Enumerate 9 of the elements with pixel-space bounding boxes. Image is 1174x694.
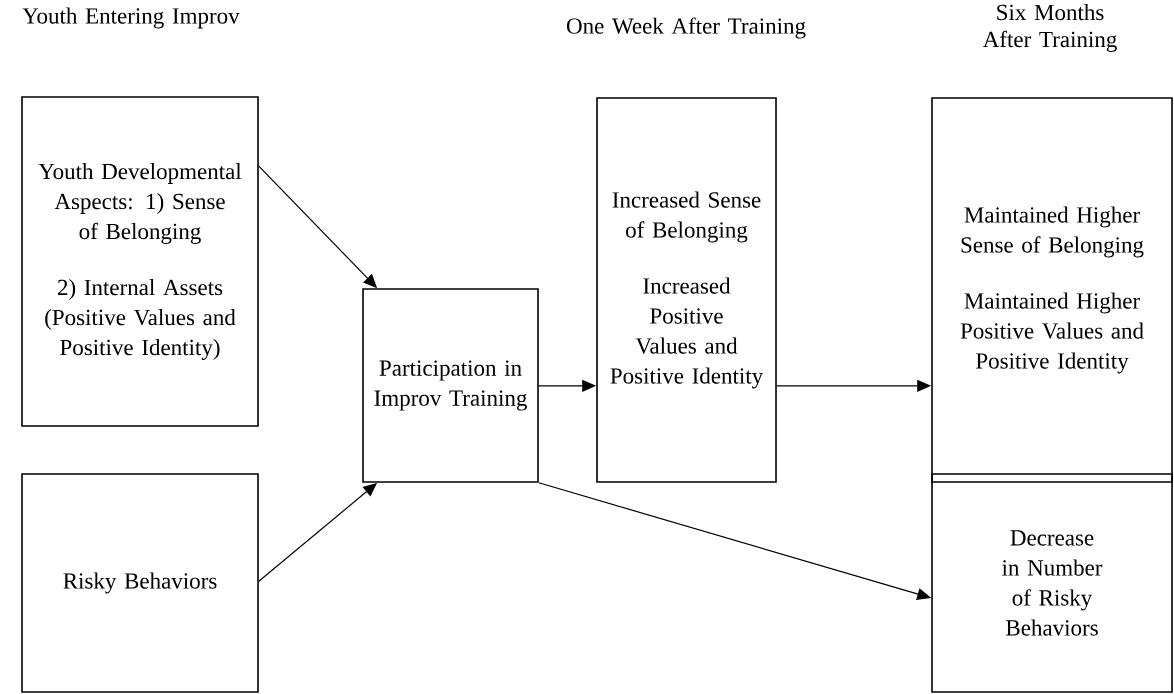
text-box: Decrease in Number of Risky Behaviors <box>931 473 1173 693</box>
text-box: Participation in Improv Training <box>362 288 539 483</box>
text-box: Increased Sense of Belonging Increased Positive Values and Positive Identity <box>596 97 777 483</box>
text-box: Youth Developmental Aspects: 1) Sense of Belonging 2) Internal Assets (Positive Values and Positive Identity) <box>21 96 259 427</box>
text-box: Maintained Higher Sense of Belonging Maintained Higher Positive Values and Positive Identity <box>931 97 1173 483</box>
column-heading: Youth Entering Improv <box>22 7 240 29</box>
text-box: Risky Behaviors <box>21 473 259 693</box>
column-heading: One Week After Training <box>566 17 806 39</box>
column-heading: Six Months After Training <box>982 4 1117 52</box>
